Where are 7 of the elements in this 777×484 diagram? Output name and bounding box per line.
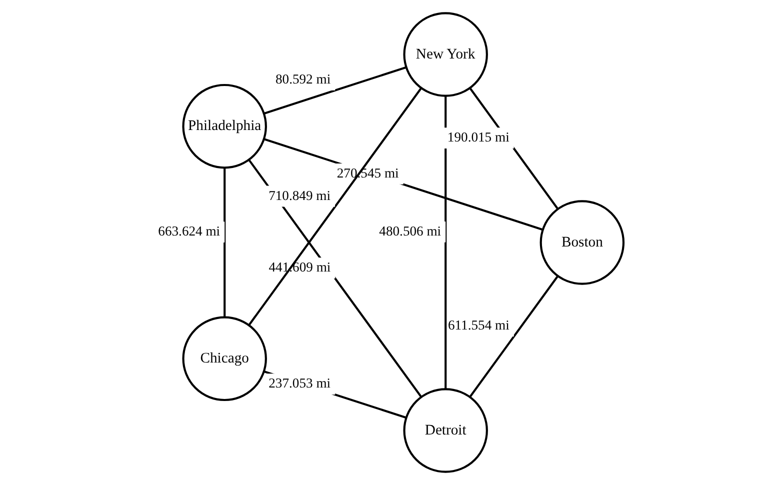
edge-label: 611.554 mi [447, 317, 509, 332]
edge-label: 663.624 mi [158, 223, 220, 238]
edge-label: 480.506 mi [378, 223, 441, 238]
edge-label: 80.592 mi [274, 71, 330, 86]
edge-label: 237.053 mi [268, 375, 330, 390]
edge-label: 190.015 mi [446, 129, 509, 144]
edge-label: 710.849 mi [268, 187, 330, 202]
